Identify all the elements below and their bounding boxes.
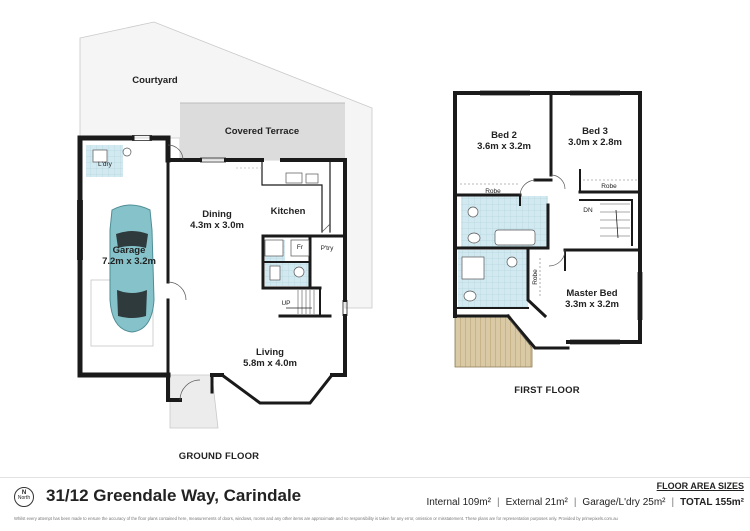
kitchen-fixtures (92, 147, 319, 281)
internal-area: Internal 109m² (426, 497, 491, 508)
compass-n: N (21, 490, 27, 496)
first-floor-title: FIRST FLOOR (514, 385, 580, 396)
master-name-label: Master Bed (566, 288, 617, 299)
dining-name-label: Dining (202, 209, 232, 220)
covered-terrace-label: Covered Terrace (225, 126, 299, 137)
compass-label: North (17, 495, 31, 501)
robe-bed3-label: Robe (601, 183, 617, 190)
robe-bed2-label: Robe (485, 188, 501, 195)
total-area: TOTAL 155m² (680, 497, 744, 508)
disclaimer-text: Whilst every attempt has been made to en… (14, 516, 618, 521)
external-area: External 21m² (505, 497, 568, 508)
stairs-down-label: DN (583, 207, 593, 214)
kitchen-label: Kitchen (271, 206, 306, 217)
courtyard-label: Courtyard (132, 75, 178, 86)
robe-master-label: Robe (532, 269, 539, 285)
stairs-up (286, 290, 315, 314)
garage-name-label: Garage (113, 245, 146, 256)
covered-terrace-area (180, 103, 345, 160)
garage-area: Garage/L'dry 25m² (582, 497, 666, 508)
first-floor-plan: Bed 2 3.6m x 3.2m Bed 3 3.0m x 2.8m Robe… (453, 90, 643, 396)
bed2-dims-label: 3.6m x 3.2m (477, 141, 531, 152)
ground-floor-title: GROUND FLOOR (179, 451, 260, 462)
floor-area-summary: Internal 109m²|External 21m²|Garage/L'dr… (426, 497, 744, 508)
property-address: 31/12 Greendale Way, Carindale (46, 486, 302, 505)
car-icon (109, 204, 155, 333)
info-footer (0, 477, 750, 531)
garage-dims-label: 7.2m x 3.2m (102, 256, 156, 267)
master-dims-label: 3.3m x 3.2m (565, 299, 619, 310)
bed2-name-label: Bed 2 (491, 130, 517, 141)
living-name-label: Living (256, 347, 284, 358)
fridge-label: Fr (297, 244, 304, 251)
north-compass-icon: N North (14, 487, 34, 507)
floor-area-title: FLOOR AREA SIZES (656, 481, 744, 491)
bed3-dims-label: 3.0m x 2.8m (568, 137, 622, 148)
pantry-label: P'try (321, 245, 335, 252)
stairs-down (600, 203, 630, 239)
dining-dims-label: 4.3m x 3.0m (190, 220, 244, 231)
ground-floor-plan: Courtyard Covered Terrace L'dry Garage 7… (77, 21, 373, 462)
stairs-up-label: UP (281, 300, 290, 307)
balcony-deck (454, 315, 533, 368)
bed3-name-label: Bed 3 (582, 126, 608, 137)
entry-porch-area (169, 374, 219, 429)
living-dims-label: 5.8m x 4.0m (243, 358, 297, 369)
laundry-label: L'dry (98, 161, 113, 168)
